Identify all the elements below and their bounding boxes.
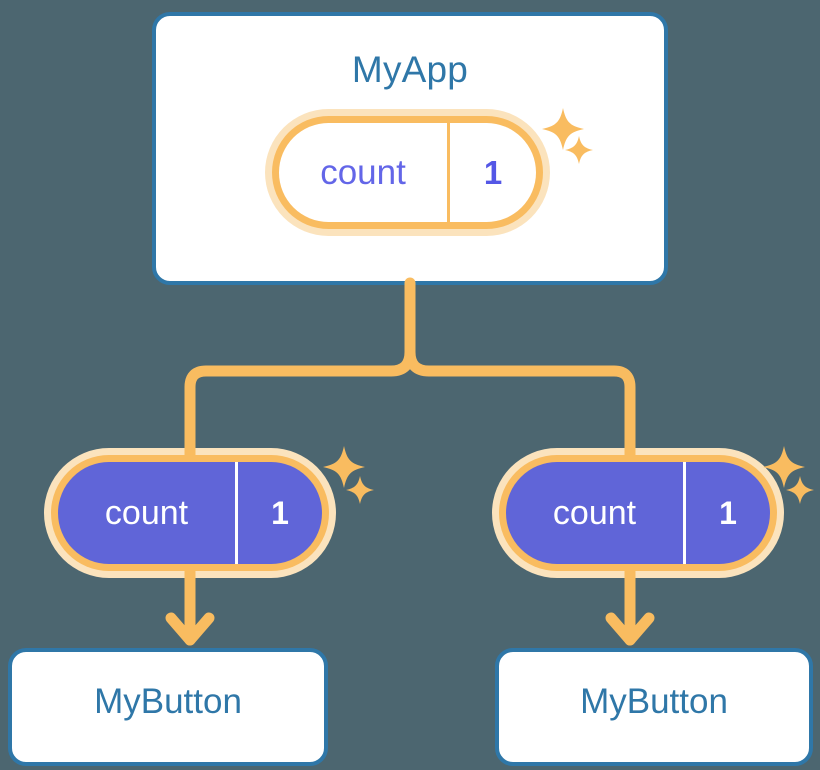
arrow-head-left [165, 612, 215, 646]
pill-key-label: count [104, 493, 189, 532]
pill-divider [683, 462, 686, 564]
pill-value-segment: 1 [238, 462, 322, 564]
pill-key-label: count [552, 493, 637, 532]
pill-body: count 1 [506, 462, 770, 564]
button-card-label: MyButton [94, 682, 242, 721]
button-card-label: MyButton [580, 682, 728, 721]
pill-value-segment: 1 [686, 462, 770, 564]
pill-value-label: 1 [483, 153, 503, 191]
pill-divider [447, 123, 450, 222]
button-card-left[interactable]: MyButton [8, 648, 328, 766]
button-card-right[interactable]: MyButton [495, 648, 813, 766]
pill-key-segment: count [58, 462, 235, 564]
pill-key-label: count [320, 152, 406, 192]
connector-branch-left [184, 346, 416, 462]
pill-key-segment: count [279, 123, 447, 222]
pill-value-label: 1 [271, 494, 289, 531]
sparkle-icon [346, 476, 374, 504]
child-state-pill-left[interactable]: count 1 [44, 448, 336, 578]
page-title: MyApp [351, 49, 469, 90]
pill-key-segment: count [506, 462, 683, 564]
app-state-pill[interactable]: count 1 [265, 109, 550, 236]
child-state-pill-right[interactable]: count 1 [492, 448, 784, 578]
sparkle-icon [786, 476, 814, 504]
connector-branch-right [404, 346, 636, 462]
pill-body: count 1 [58, 462, 322, 564]
pill-value-label: 1 [719, 494, 737, 531]
arrow-head-right [605, 612, 655, 646]
pill-divider [235, 462, 238, 564]
sparkle-icon [323, 446, 365, 488]
pill-value-segment: 1 [450, 123, 536, 222]
pill-body: count 1 [279, 123, 536, 222]
